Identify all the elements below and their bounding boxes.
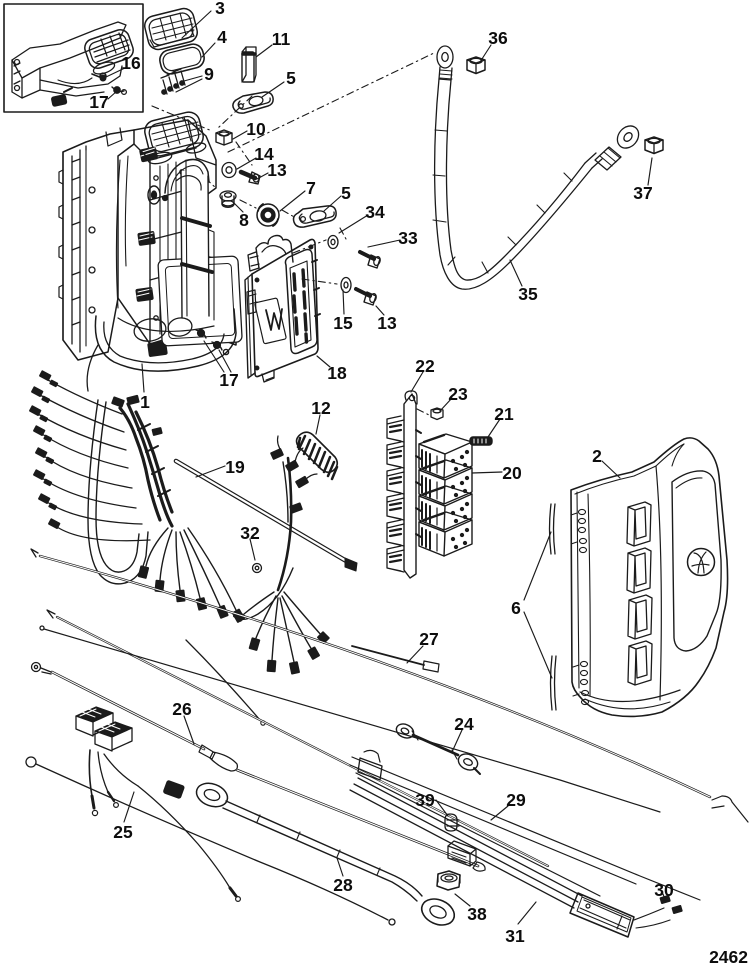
svg-text:21: 21 xyxy=(494,404,514,424)
svg-text:19: 19 xyxy=(225,457,245,477)
svg-text:35: 35 xyxy=(518,284,538,304)
svg-text:11: 11 xyxy=(272,29,291,49)
svg-text:18: 18 xyxy=(327,363,347,383)
svg-text:27: 27 xyxy=(419,629,438,649)
svg-text:32: 32 xyxy=(240,523,260,543)
svg-text:30: 30 xyxy=(654,880,674,900)
svg-text:34: 34 xyxy=(365,202,385,222)
svg-text:8: 8 xyxy=(239,210,249,230)
svg-text:37: 37 xyxy=(633,183,652,203)
svg-text:17: 17 xyxy=(219,370,238,390)
svg-text:24: 24 xyxy=(454,714,474,734)
svg-text:26: 26 xyxy=(172,699,192,719)
svg-text:13: 13 xyxy=(377,313,397,333)
svg-text:3: 3 xyxy=(215,0,225,18)
svg-text:15: 15 xyxy=(333,313,353,333)
svg-text:10: 10 xyxy=(246,119,266,139)
svg-text:12: 12 xyxy=(311,398,331,418)
svg-text:33: 33 xyxy=(398,228,418,248)
svg-text:20: 20 xyxy=(502,463,522,483)
svg-text:38: 38 xyxy=(467,904,487,924)
svg-text:16: 16 xyxy=(121,53,141,73)
svg-text:2462: 2462 xyxy=(709,947,748,967)
svg-text:4: 4 xyxy=(217,27,227,47)
svg-text:39: 39 xyxy=(415,790,435,810)
svg-text:5: 5 xyxy=(286,68,296,88)
svg-text:23: 23 xyxy=(448,384,468,404)
svg-text:1: 1 xyxy=(140,392,150,412)
svg-text:22: 22 xyxy=(415,356,435,376)
svg-text:25: 25 xyxy=(113,822,133,842)
svg-text:2: 2 xyxy=(592,446,602,466)
svg-text:5: 5 xyxy=(341,183,351,203)
svg-text:28: 28 xyxy=(333,875,353,895)
svg-text:31: 31 xyxy=(505,926,525,946)
svg-text:13: 13 xyxy=(267,160,287,180)
svg-text:6: 6 xyxy=(511,598,521,618)
svg-text:29: 29 xyxy=(506,790,526,810)
svg-text:17: 17 xyxy=(89,92,108,112)
svg-text:9: 9 xyxy=(204,64,214,84)
svg-text:14: 14 xyxy=(254,144,274,164)
svg-text:36: 36 xyxy=(488,28,508,48)
svg-text:7: 7 xyxy=(306,178,316,198)
